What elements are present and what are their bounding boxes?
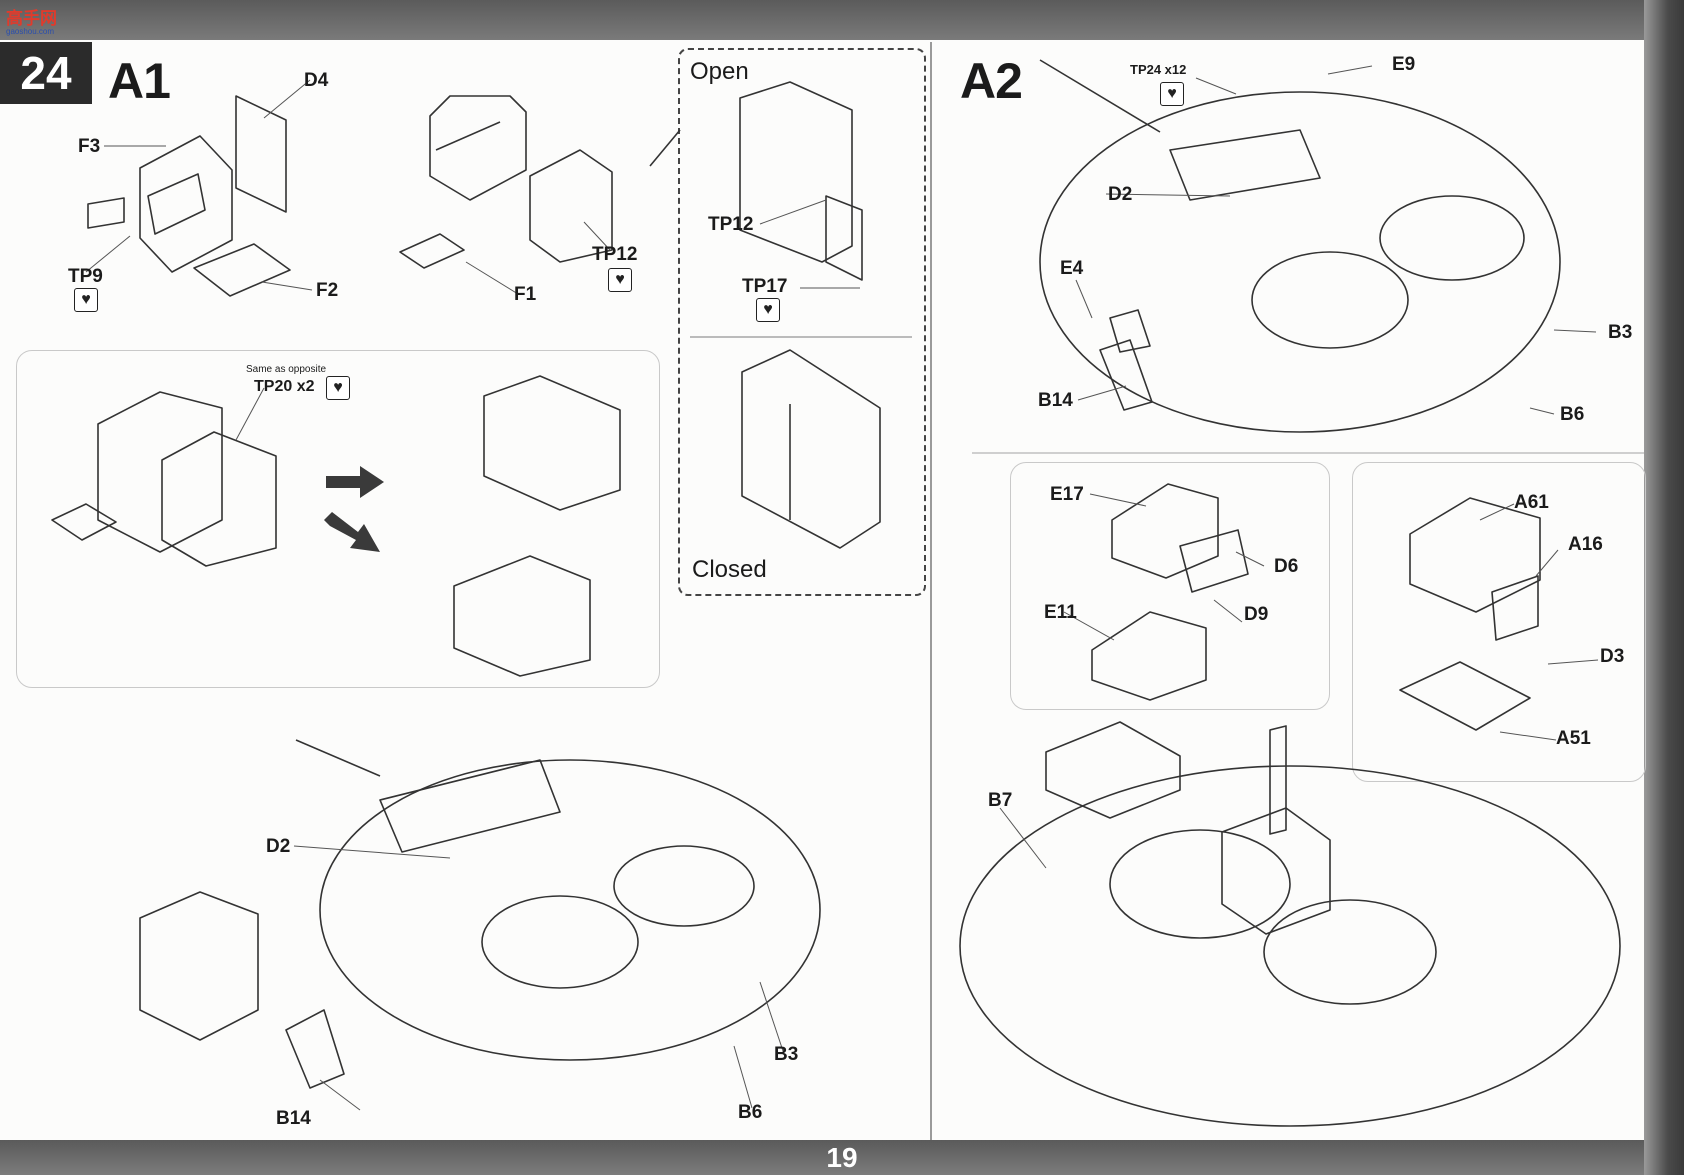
- arrow-down-right-icon: [324, 512, 380, 552]
- section-a1-title: A1: [108, 53, 171, 109]
- section-a2-title: A2: [960, 53, 1023, 109]
- option-divider: [690, 336, 912, 338]
- page-number: 19: [826, 1142, 858, 1173]
- label-a16: A16: [1568, 534, 1603, 555]
- label-tp9: TP9: [68, 266, 103, 287]
- label-e4: E4: [1060, 258, 1084, 279]
- label-b14: B14: [276, 1108, 311, 1129]
- label-e11: E11: [1044, 602, 1077, 623]
- heart-etch-icon: ♥: [74, 288, 98, 312]
- label-e9: E9: [1392, 54, 1416, 75]
- option-callout-panel: [678, 48, 926, 596]
- label-option-tp17: TP17: [742, 276, 788, 297]
- a2-left-panel: [1010, 462, 1330, 710]
- top-bar: [0, 0, 1684, 40]
- label-d6: D6: [1274, 556, 1299, 577]
- label-a2-b6: B6: [1560, 404, 1585, 425]
- label-tp20: TP20 x2: [254, 378, 315, 395]
- page-edge-shadow: [1644, 0, 1684, 1175]
- step-number: 24: [0, 42, 92, 104]
- heart-etch-icon: ♥: [608, 268, 632, 292]
- label-tp12: TP12: [592, 244, 638, 265]
- label-d4: D4: [304, 70, 329, 91]
- center-divider: [930, 42, 932, 1140]
- a1-subassembly-panel: [16, 350, 660, 688]
- bottom-bar: [0, 1140, 1684, 1175]
- label-d2: D2: [266, 836, 291, 857]
- label-e17: E17: [1050, 484, 1084, 505]
- label-a61: A61: [1514, 492, 1549, 513]
- label-tp24: TP24 x12: [1130, 62, 1187, 77]
- note-same-as-opposite: Same as opposite: [246, 364, 327, 375]
- label-f2: F2: [316, 280, 339, 301]
- label-b7: B7: [988, 790, 1013, 811]
- label-a2-b3: B3: [1608, 322, 1633, 343]
- heart-etch-icon: ♥: [1160, 82, 1184, 106]
- label-d9: D9: [1244, 604, 1269, 625]
- label-f1: F1: [514, 284, 537, 305]
- heart-etch-icon: ♥: [326, 376, 350, 400]
- label-a51: A51: [1556, 728, 1591, 749]
- option-open-label: Open: [690, 58, 749, 85]
- option-closed-label: Closed: [692, 556, 767, 583]
- heart-etch-icon: ♥: [756, 298, 780, 322]
- label-a2-b14: B14: [1038, 390, 1073, 411]
- a2-divider: [972, 452, 1644, 454]
- a2-right-panel: [1352, 462, 1646, 782]
- label-a2-d2: D2: [1108, 184, 1133, 205]
- label-b3: B3: [774, 1044, 799, 1065]
- label-f3: F3: [78, 136, 101, 157]
- label-option-tp12: TP12: [708, 214, 754, 235]
- arrow-right-icon: [326, 466, 384, 498]
- label-b6: B6: [738, 1102, 763, 1123]
- label-d3: D3: [1600, 646, 1625, 667]
